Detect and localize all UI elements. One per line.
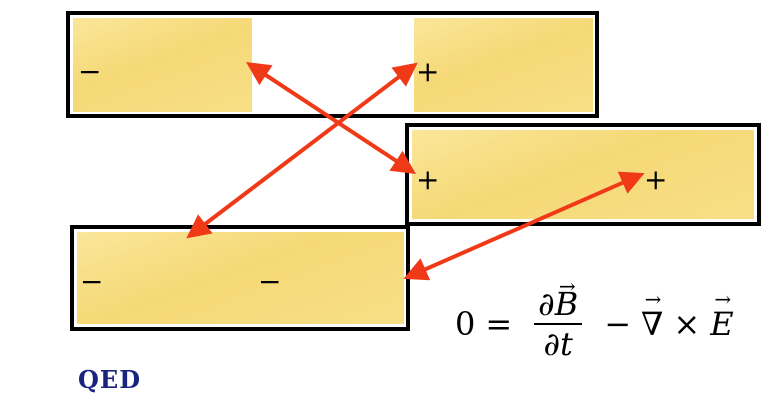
qed-label: QED [78, 365, 142, 394]
nabla-vector: ∇ [641, 305, 663, 343]
arrow-middle-plus-to-bottom-edge [403, 171, 645, 281]
arrow-top-plus-to-bottom-minus [186, 62, 418, 239]
arrow-top-minus-to-middle-plus [245, 62, 417, 174]
cross-product-symbol: × [673, 305, 701, 343]
equation-lhs: 0 [455, 305, 476, 343]
bottom-right-sign: − [258, 265, 282, 298]
vector-e: E [710, 305, 733, 343]
partial-symbol-den: ∂ [543, 325, 561, 363]
equation-minus: − [604, 305, 632, 343]
top-left-sign: − [78, 55, 102, 88]
fraction-numerator: ∂B [534, 285, 582, 323]
top-right-pad [414, 18, 593, 112]
vector-b: B [555, 285, 579, 323]
partial-b-over-partial-t: ∂B ∂t [534, 285, 583, 363]
middle-right-sign: + [644, 163, 668, 196]
fraction-bar [534, 323, 583, 325]
partial-symbol-num: ∂ [538, 285, 555, 323]
fraction-denominator: ∂t [540, 325, 577, 363]
bottom-left-sign: − [80, 265, 104, 298]
time-symbol: t [560, 325, 573, 363]
faraday-equation: 0 = ∂B ∂t − ∇ × E [455, 285, 734, 363]
equation-equals: = [485, 305, 513, 343]
top-right-sign: + [416, 55, 440, 88]
bottom-pad [77, 232, 404, 324]
